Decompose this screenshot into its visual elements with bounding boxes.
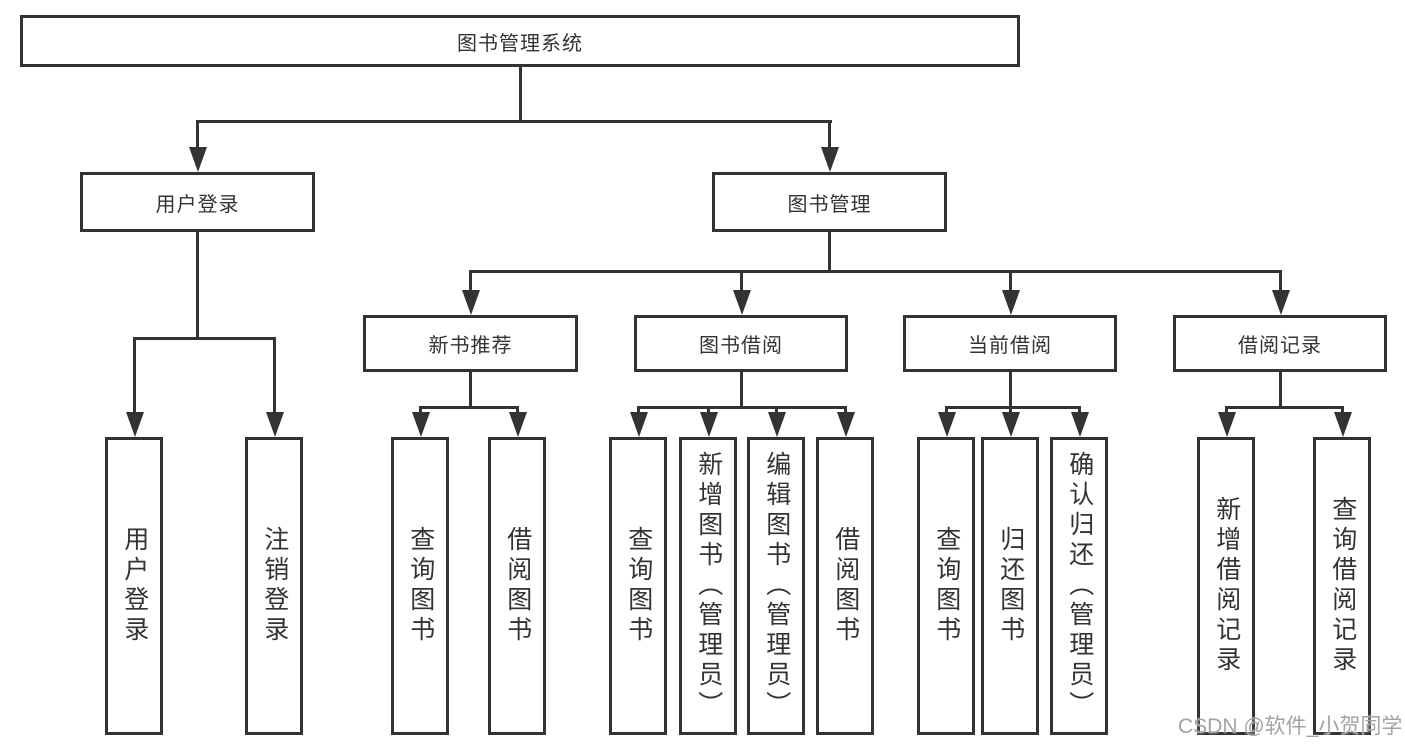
node-new-book-recommend: 新书推荐	[363, 315, 578, 372]
node-user-login-label: 用户登录	[155, 193, 240, 216]
node-book-management-label: 图书管理	[787, 193, 872, 216]
leaf-confirm-return-admin-label: 确认归还（管理员）	[1065, 451, 1094, 721]
arrowhead-new-book-recommend	[462, 290, 480, 315]
connector-current-hline	[945, 406, 1081, 409]
connector-borrow-drop-4	[844, 406, 847, 415]
arrowhead-confirm-return-admin	[1071, 412, 1089, 437]
leaf-borrow-books-recommend: 借阅图书	[488, 437, 546, 735]
leaf-edit-books-admin-label: 编辑图书（管理员）	[762, 451, 791, 721]
arrowhead-query-borrow-record	[1334, 412, 1352, 437]
leaf-confirm-return-admin: 确认归还（管理员）	[1050, 437, 1108, 735]
arrowhead-query-books-current	[938, 412, 956, 437]
arrowhead-leaf-logout	[266, 412, 284, 437]
leaf-edit-books-admin: 编辑图书（管理员）	[747, 437, 805, 735]
connector-records-drop-2	[1341, 406, 1344, 415]
arrowhead-edit-books-admin	[768, 412, 786, 437]
node-current-borrow: 当前借阅	[903, 315, 1117, 372]
connector-records-hline	[1225, 406, 1344, 409]
node-book-borrow-label: 图书借阅	[699, 335, 783, 357]
connector-mgmt-drop-3	[1009, 270, 1012, 292]
leaf-query-books-borrow-label: 查询图书	[624, 526, 653, 646]
node-root: 图书管理系统	[20, 15, 1020, 67]
node-book-management: 图书管理	[712, 172, 947, 232]
connector-root-stem	[519, 67, 522, 120]
csdn-watermark: CSDN @软件_小贺同学	[1178, 715, 1403, 738]
connector-current-stem	[1009, 372, 1012, 406]
connector-login-hline	[133, 337, 276, 340]
leaf-borrow-books: 借阅图书	[816, 437, 874, 735]
leaf-borrow-books-recommend-label: 借阅图书	[503, 526, 532, 646]
connector-mgmt-stem	[828, 232, 831, 270]
leaf-add-books-admin-label: 新增图书（管理员）	[694, 451, 723, 721]
arrowhead-query-books-borrow	[630, 412, 648, 437]
connector-current-drop-2	[1009, 406, 1012, 415]
connector-login-stem	[196, 232, 199, 337]
connector-records-drop-1	[1225, 406, 1228, 415]
connector-login-drop-1	[133, 337, 136, 414]
arrowhead-add-borrow-record	[1218, 412, 1236, 437]
leaf-query-borrow-record-label: 查询借阅记录	[1328, 496, 1357, 676]
node-root-label: 图书管理系统	[457, 32, 583, 55]
connector-mgmt-hline	[469, 270, 1282, 273]
arrowhead-book-borrow	[733, 290, 751, 315]
arrowhead-return-books	[1002, 412, 1020, 437]
connector-borrow-stem	[740, 372, 743, 406]
connector-root-drop-left	[196, 120, 199, 152]
arrowhead-query-books-recommend	[412, 412, 430, 437]
connector-mgmt-drop-2	[740, 270, 743, 292]
leaf-query-books-recommend-label: 查询图书	[406, 526, 435, 646]
arrowhead-current-borrow	[1002, 290, 1020, 315]
connector-current-drop-1	[945, 406, 948, 415]
leaf-query-books-borrow: 查询图书	[609, 437, 667, 735]
leaf-query-borrow-record: 查询借阅记录	[1313, 437, 1371, 735]
arrowhead-book-management	[821, 147, 839, 172]
connector-borrow-drop-2	[707, 406, 710, 415]
leaf-return-books-label: 归还图书	[996, 526, 1025, 646]
node-current-borrow-label: 当前借阅	[968, 335, 1052, 357]
node-borrow-records-label: 借阅记录	[1238, 335, 1322, 357]
arrowhead-borrow-books	[837, 412, 855, 437]
connector-root-hline	[196, 120, 832, 123]
connector-borrow-hline	[637, 406, 847, 409]
leaf-logout-label: 注销登录	[260, 526, 289, 646]
node-borrow-records: 借阅记录	[1173, 315, 1387, 372]
connector-root-drop-right	[828, 120, 831, 152]
arrowhead-add-books-admin	[700, 412, 718, 437]
connector-borrow-drop-3	[775, 406, 778, 415]
leaf-user-login-label: 用户登录	[120, 526, 149, 646]
node-book-borrow: 图书借阅	[634, 315, 848, 372]
arrowhead-user-login	[189, 147, 207, 172]
node-user-login: 用户登录	[80, 172, 315, 232]
connector-recommend-drop-2	[516, 406, 519, 415]
connector-current-drop-3	[1078, 406, 1081, 415]
leaf-add-borrow-record-label: 新增借阅记录	[1212, 496, 1241, 676]
connector-recommend-drop-1	[419, 406, 422, 415]
connector-mgmt-drop-4	[1279, 270, 1282, 292]
leaf-logout: 注销登录	[245, 437, 303, 735]
leaf-add-borrow-record: 新增借阅记录	[1197, 437, 1255, 735]
leaf-return-books: 归还图书	[981, 437, 1039, 735]
leaf-query-books-current: 查询图书	[917, 437, 975, 735]
leaf-add-books-admin: 新增图书（管理员）	[679, 437, 737, 735]
arrowhead-borrow-books-recommend	[509, 412, 527, 437]
connector-borrow-drop-1	[637, 406, 640, 415]
leaf-user-login: 用户登录	[105, 437, 163, 735]
connector-records-stem	[1279, 372, 1282, 406]
connector-mgmt-drop-1	[469, 270, 472, 292]
node-new-book-recommend-label: 新书推荐	[428, 335, 513, 357]
leaf-borrow-books-label: 借阅图书	[831, 526, 860, 646]
leaf-query-books-current-label: 查询图书	[932, 526, 961, 646]
arrowhead-borrow-records	[1272, 290, 1290, 315]
connector-recommend-hline	[419, 406, 519, 409]
leaf-query-books-recommend: 查询图书	[391, 437, 449, 735]
connector-recommend-stem	[469, 372, 472, 406]
arrowhead-leaf-user-login	[126, 412, 144, 437]
connector-login-drop-2	[273, 337, 276, 414]
